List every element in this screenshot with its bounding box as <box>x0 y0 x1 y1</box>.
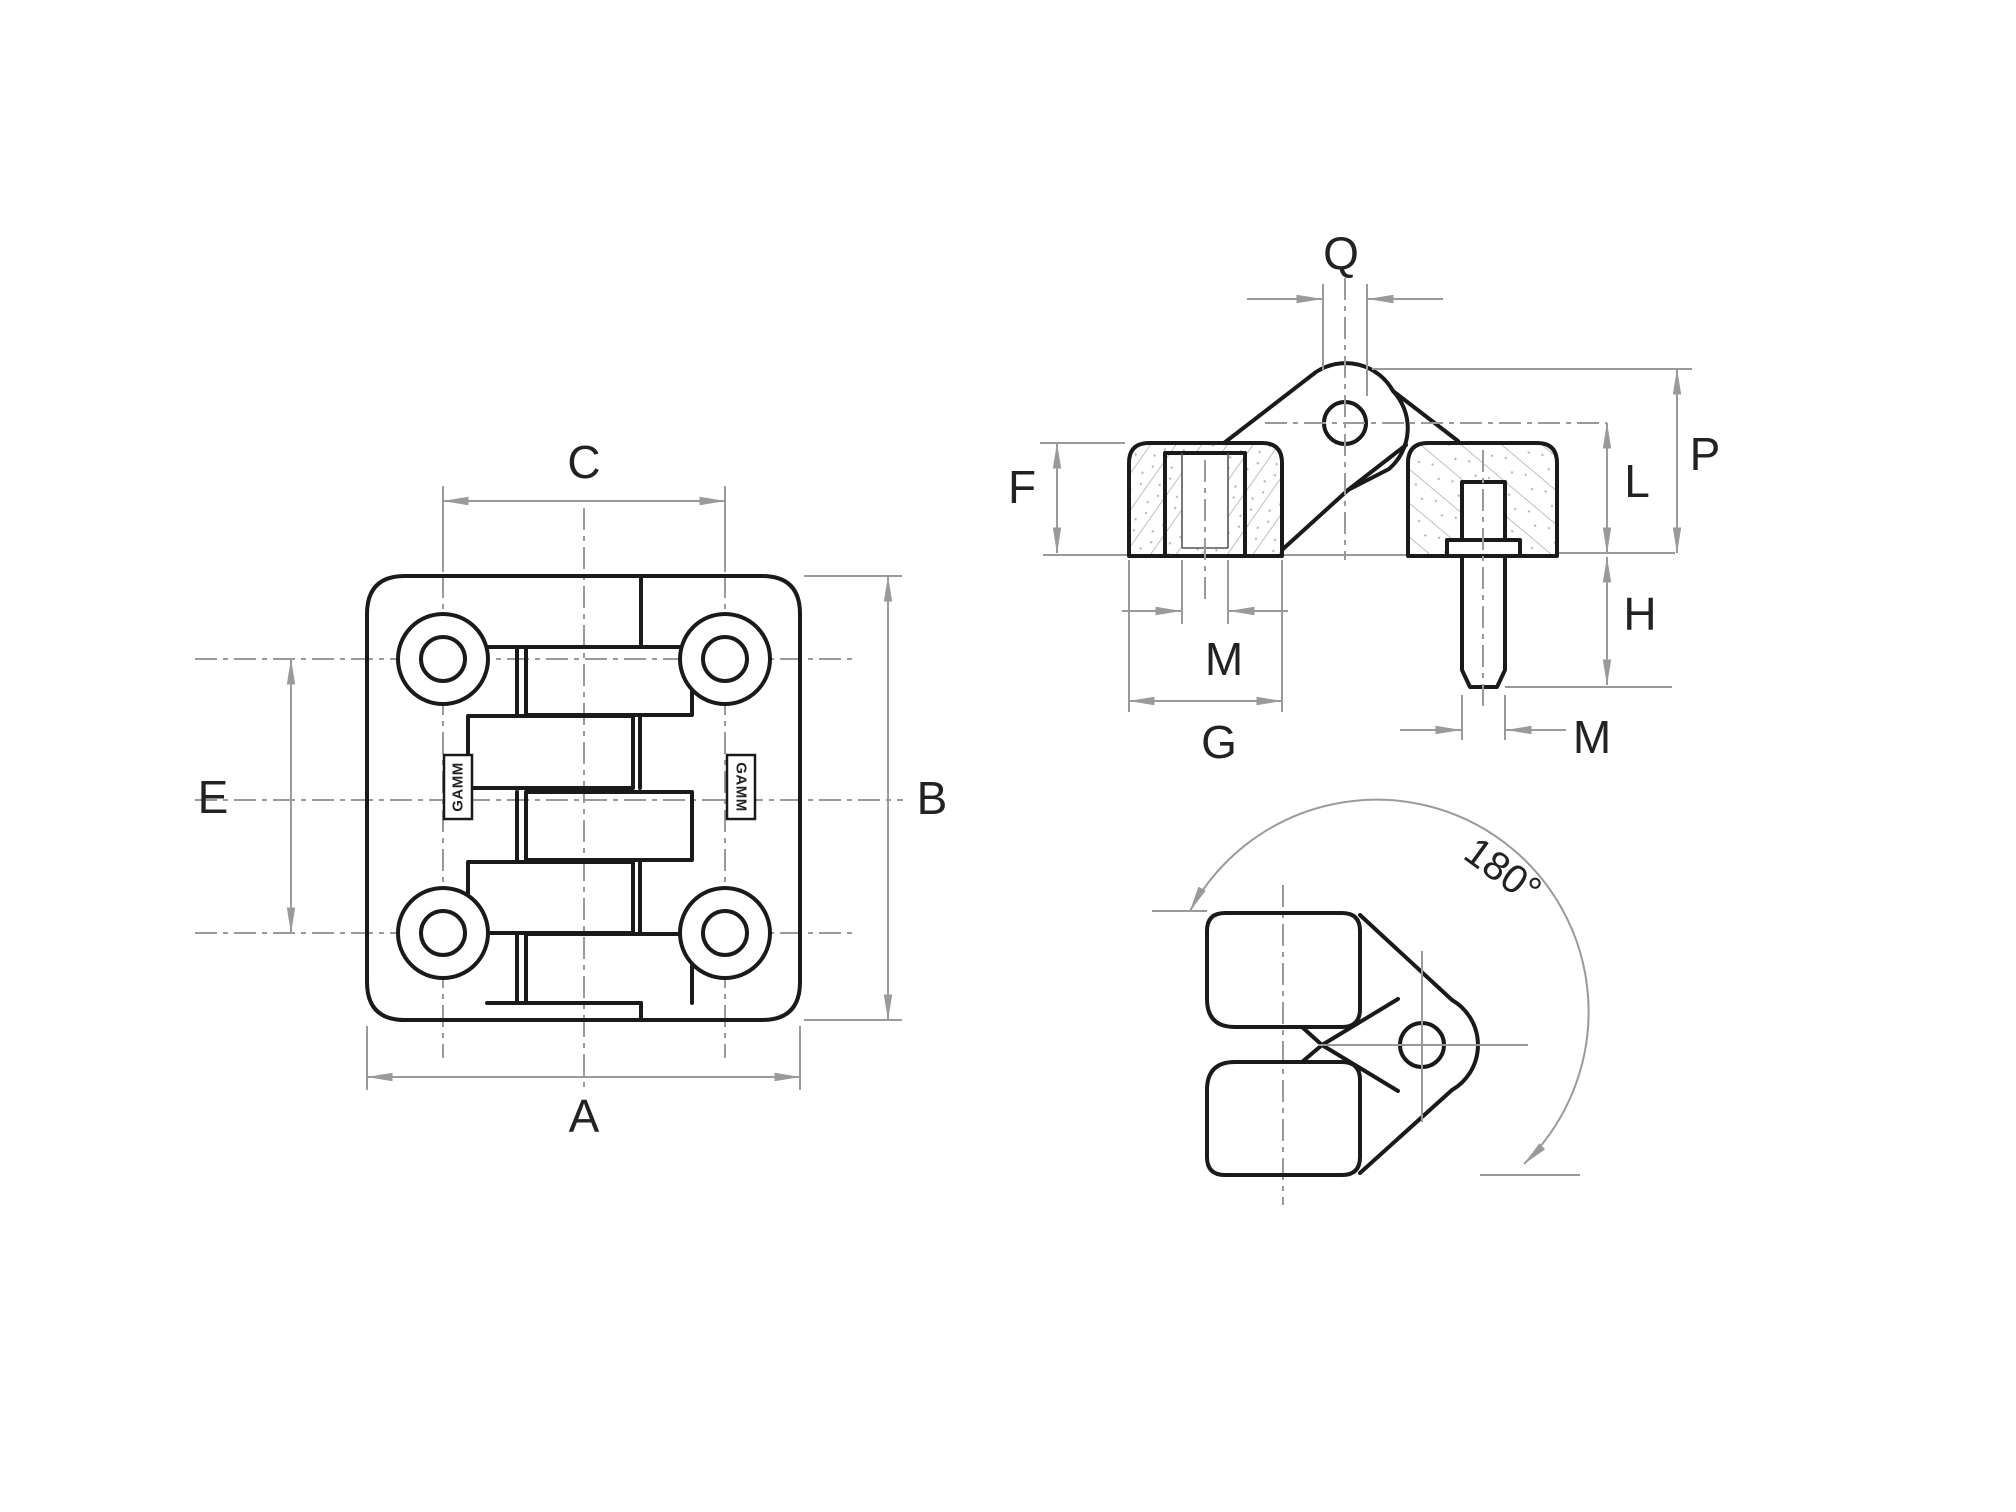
opened-knuckle <box>1300 913 1528 1175</box>
dimension-A: A <box>366 1026 801 1142</box>
dim-label-Q: Q <box>1323 227 1359 279</box>
mounting-hole-bottom-right <box>678 886 772 980</box>
opened-leaf-lower <box>1205 1060 1362 1177</box>
mounting-hole-top-right <box>678 612 772 706</box>
section-right-block <box>1406 441 1559 706</box>
dimension-E: E <box>198 658 296 934</box>
hinge-leaf-outline <box>365 574 802 1022</box>
swing-arc-ref-lines <box>1152 910 1580 1176</box>
dim-label-G: G <box>1201 716 1237 768</box>
dim-label-C: C <box>567 436 600 488</box>
dim-label-E: E <box>198 771 229 823</box>
opened-leaf-upper <box>1205 911 1362 1029</box>
dim-label-H: H <box>1623 588 1656 640</box>
dimension-C: C <box>442 436 726 572</box>
section-knuckle <box>1222 278 1607 560</box>
brand-logo-left-text: GAMM <box>450 762 467 812</box>
mounting-hole-top-left <box>396 612 490 706</box>
dim-label-B: B <box>917 772 948 824</box>
section-view: F M G Q P L <box>1008 227 1720 768</box>
dim-label-F: F <box>1008 461 1036 513</box>
threaded-hole-outline <box>1163 451 1247 558</box>
dim-label-M-thread: M <box>1205 633 1243 685</box>
section-left-block <box>1127 441 1284 602</box>
dim-label-A: A <box>569 1090 600 1142</box>
pivot-centerlines <box>1265 278 1607 560</box>
dimension-P: P <box>1372 368 1721 554</box>
brand-logo-right: GAMM <box>725 753 757 821</box>
dimension-Q: Q <box>1247 227 1443 396</box>
opening-angle-view: 180° <box>1152 798 1590 1205</box>
dimension-L: L <box>1602 422 1650 554</box>
dimension-F: F <box>1008 442 1125 554</box>
swing-arc <box>1189 798 1590 1165</box>
dim-label-L: L <box>1624 455 1650 507</box>
opened-pivot-crosshair <box>1318 951 1528 1122</box>
brand-logo-right-text: GAMM <box>733 762 750 812</box>
dimension-B: B <box>804 575 948 1021</box>
dim-label-M-stud: M <box>1573 711 1611 763</box>
dimension-H: H <box>1505 556 1672 688</box>
dimension-M-thread: M <box>1122 560 1288 685</box>
dimension-G: G <box>1128 560 1283 768</box>
knuckle-bands <box>466 645 694 1005</box>
mounting-hole-bottom-left <box>396 886 490 980</box>
dim-label-P: P <box>1690 428 1721 480</box>
front-view: GAMM GAMM C A B E <box>195 436 947 1142</box>
brand-logo-left: GAMM <box>442 753 474 821</box>
dimension-M-stud: M <box>1400 695 1611 763</box>
